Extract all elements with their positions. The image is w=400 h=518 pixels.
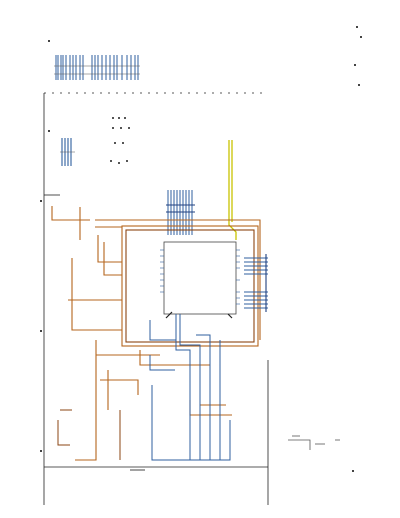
- chip-bottom-traces: [149, 314, 231, 461]
- top-bus-group: [54, 55, 140, 80]
- component-area-top: [110, 117, 130, 164]
- left-lower-block: [57, 409, 145, 471]
- chip-perimeter-traces: [51, 206, 261, 461]
- component-area-bottom-right: [288, 435, 340, 450]
- left-connector: [60, 138, 75, 166]
- margin-marks: [40, 26, 362, 472]
- main-ic-chip: [160, 241, 240, 319]
- chip-top-bus: [166, 190, 195, 235]
- yellow-trace: [228, 140, 237, 240]
- ic-chip-icon: [163, 241, 237, 315]
- board-frame: [43, 92, 269, 505]
- right-pin-header: [244, 254, 268, 312]
